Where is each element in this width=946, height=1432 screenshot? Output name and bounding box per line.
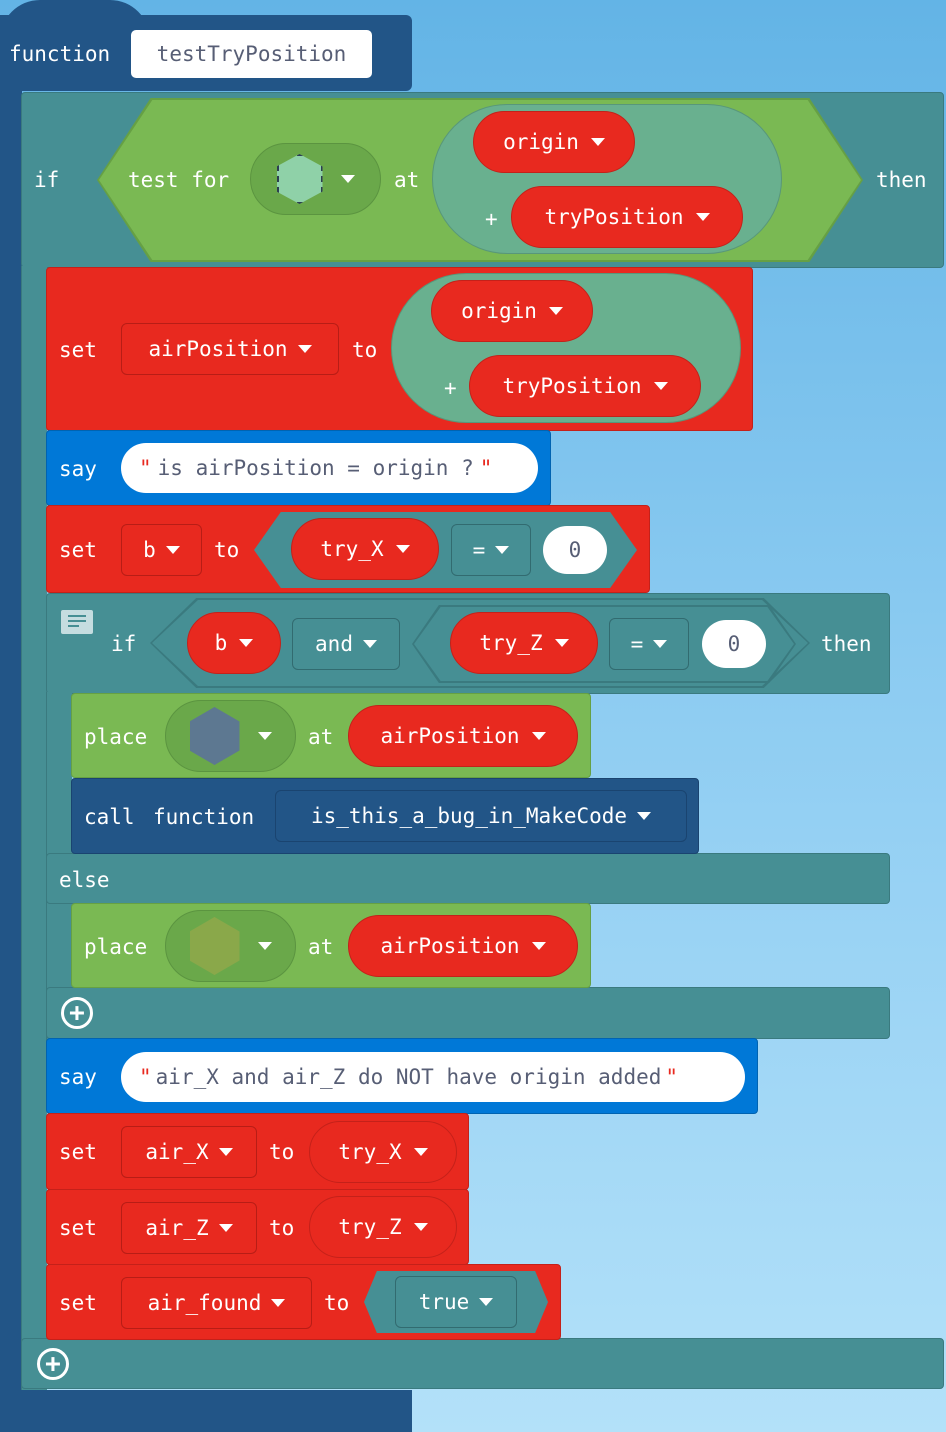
if-spine bbox=[21, 266, 47, 1390]
at-label: at bbox=[308, 725, 334, 749]
tryposition-variable[interactable]: tryPosition bbox=[469, 355, 701, 417]
chevron-down-icon bbox=[297, 345, 312, 353]
and-operator-dropdown[interactable]: and bbox=[292, 618, 400, 670]
plus-operator: + bbox=[485, 207, 498, 231]
chevron-down-icon bbox=[257, 732, 272, 740]
chevron-down-icon bbox=[653, 640, 668, 648]
number-input[interactable]: 0 bbox=[543, 526, 607, 574]
air-x-variable-dropdown[interactable]: air_X bbox=[121, 1126, 257, 1178]
set-label: set bbox=[59, 1140, 97, 1164]
chevron-down-icon bbox=[340, 175, 355, 183]
if-label: if bbox=[111, 632, 137, 656]
chevron-down-icon bbox=[531, 732, 546, 740]
function-spine bbox=[0, 88, 22, 1432]
chevron-down-icon bbox=[495, 546, 510, 554]
block-dropdown[interactable] bbox=[165, 700, 296, 772]
to-label: to bbox=[269, 1140, 295, 1164]
structure-void-block-icon bbox=[276, 154, 323, 204]
airposition-variable[interactable]: airPosition bbox=[348, 915, 578, 977]
chevron-down-icon bbox=[413, 1148, 428, 1156]
block-dropdown[interactable] bbox=[165, 910, 296, 982]
if-footer bbox=[21, 1338, 944, 1389]
add-else-if-icon[interactable]: + bbox=[61, 997, 93, 1029]
chevron-down-icon bbox=[218, 1224, 233, 1232]
at-label: at bbox=[308, 935, 334, 959]
place-label: place bbox=[84, 725, 148, 749]
say-label: say bbox=[59, 1065, 97, 1089]
plus-operator: + bbox=[444, 376, 457, 400]
b-variable-dropdown[interactable]: b bbox=[121, 524, 202, 576]
set-label: set bbox=[59, 338, 97, 362]
chevron-down-icon bbox=[653, 382, 668, 390]
boolean-dropdown[interactable]: true bbox=[395, 1276, 517, 1328]
chevron-down-icon bbox=[395, 545, 410, 553]
tryposition-variable[interactable]: tryPosition bbox=[511, 186, 743, 248]
function-name-input[interactable]: testTryPosition bbox=[131, 30, 372, 78]
chevron-down-icon bbox=[637, 812, 652, 820]
chevron-down-icon bbox=[257, 942, 272, 950]
else-section bbox=[46, 853, 890, 904]
say-label: say bbox=[59, 457, 97, 481]
chevron-down-icon bbox=[239, 639, 254, 647]
say-text-input[interactable]: "air_X and air_Z do NOT have origin adde… bbox=[121, 1052, 745, 1102]
air-z-variable-dropdown[interactable]: air_Z bbox=[121, 1202, 257, 1254]
try-x-variable[interactable]: try_X bbox=[291, 518, 439, 580]
if-else-footer bbox=[46, 987, 890, 1039]
to-label: to bbox=[324, 1291, 350, 1315]
chevron-down-icon bbox=[165, 546, 180, 554]
at-label: at bbox=[394, 168, 420, 192]
airposition-variable[interactable]: airPosition bbox=[348, 705, 578, 767]
operator-dropdown[interactable]: = bbox=[609, 618, 689, 670]
comment-icon[interactable] bbox=[61, 610, 93, 634]
air-found-variable-dropdown[interactable]: air_found bbox=[121, 1277, 312, 1329]
set-label: set bbox=[59, 1216, 97, 1240]
glass-block-icon bbox=[189, 707, 240, 765]
block-dropdown[interactable] bbox=[250, 143, 381, 215]
then-label: then bbox=[821, 632, 872, 656]
try-z-variable[interactable]: try_Z bbox=[309, 1196, 457, 1258]
b-variable[interactable]: b bbox=[187, 612, 281, 674]
try-x-variable[interactable]: try_X bbox=[309, 1121, 457, 1183]
to-label: to bbox=[214, 538, 240, 562]
set-label: set bbox=[59, 1291, 97, 1315]
slime-block-icon bbox=[189, 917, 240, 975]
chevron-down-icon bbox=[479, 1298, 494, 1306]
function-name-dropdown[interactable]: is_this_a_bug_in_MakeCode bbox=[275, 790, 687, 842]
to-label: to bbox=[269, 1216, 295, 1240]
test-for-label: test for bbox=[128, 168, 230, 192]
add-else-icon[interactable]: + bbox=[37, 1348, 69, 1380]
function-keyword: function bbox=[9, 42, 111, 66]
operator-dropdown[interactable]: = bbox=[451, 524, 531, 576]
chevron-down-icon bbox=[590, 138, 605, 146]
say-text-input[interactable]: "is airPosition = origin ?" bbox=[121, 443, 538, 493]
place-label: place bbox=[84, 935, 148, 959]
chevron-down-icon bbox=[362, 640, 377, 648]
try-z-variable[interactable]: try_Z bbox=[450, 612, 598, 674]
origin-variable[interactable]: origin bbox=[431, 280, 593, 342]
chevron-down-icon bbox=[548, 307, 563, 315]
chevron-down-icon bbox=[531, 942, 546, 950]
origin-variable[interactable]: origin bbox=[473, 111, 635, 173]
airposition-variable-dropdown[interactable]: airPosition bbox=[121, 323, 339, 375]
function-footer bbox=[0, 1390, 412, 1432]
function-label: function bbox=[153, 805, 255, 829]
chevron-down-icon bbox=[218, 1148, 233, 1156]
set-label: set bbox=[59, 538, 97, 562]
chevron-down-icon bbox=[413, 1223, 428, 1231]
call-label: call bbox=[84, 805, 135, 829]
to-label: to bbox=[352, 338, 378, 362]
chevron-down-icon bbox=[271, 1299, 286, 1307]
number-input[interactable]: 0 bbox=[702, 620, 766, 668]
chevron-down-icon bbox=[695, 213, 710, 221]
if-label: if bbox=[34, 168, 60, 192]
chevron-down-icon bbox=[554, 639, 569, 647]
then-label: then bbox=[876, 168, 927, 192]
else-label: else bbox=[59, 868, 110, 892]
